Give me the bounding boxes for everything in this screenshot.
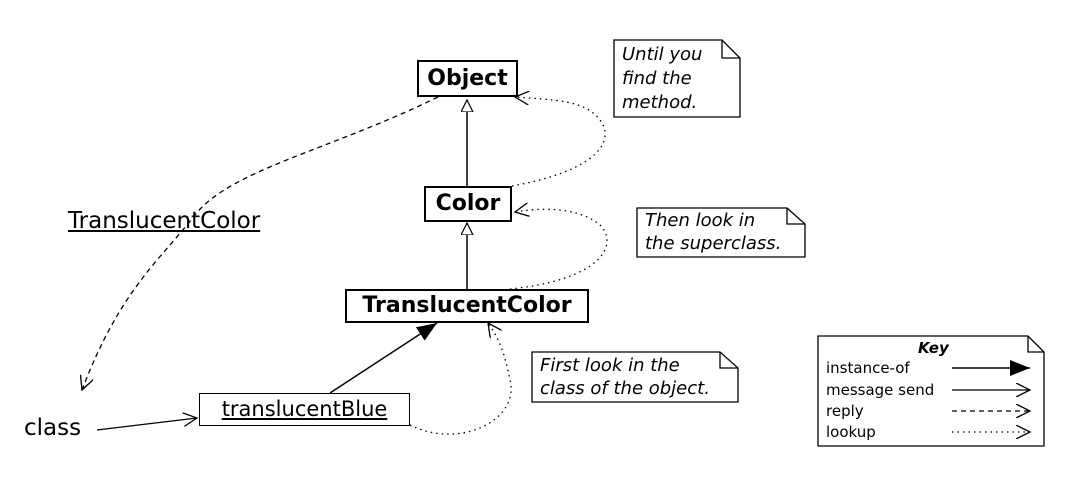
key-item-lookup: lookup bbox=[826, 423, 876, 441]
reply-arrow bbox=[82, 96, 439, 390]
color-class-box: Color bbox=[424, 186, 512, 222]
translucentblue-instance-box: translucentBlue bbox=[199, 393, 410, 426]
key-item-reply: reply bbox=[826, 402, 864, 420]
note-until-line-3: method. bbox=[622, 92, 698, 113]
note-first-line-2: class of the object. bbox=[540, 378, 710, 399]
note-until-line-1: Until you bbox=[622, 44, 703, 65]
lookup-arrow-3 bbox=[511, 97, 606, 187]
note-until-fold bbox=[721, 40, 740, 59]
key-title: Key bbox=[918, 339, 949, 357]
class-label: class bbox=[24, 415, 82, 441]
note-first-fold bbox=[719, 352, 738, 369]
lookup-arrow-1 bbox=[409, 323, 512, 435]
lookup-arrow-2 bbox=[509, 209, 608, 290]
note-then-line-1: Then look in bbox=[645, 210, 756, 231]
note-first-shape bbox=[531, 351, 739, 403]
note-until-line-2: find the bbox=[622, 68, 692, 89]
note-then-fold bbox=[786, 208, 805, 225]
note-then-line-2: the superclass. bbox=[645, 233, 782, 254]
note-until-shape bbox=[613, 39, 741, 118]
instance-of-arrow bbox=[329, 322, 438, 394]
key-shape bbox=[817, 335, 1045, 447]
metaclass-label: TranslucentColor bbox=[68, 208, 261, 234]
object-class-box: Object bbox=[417, 60, 518, 97]
translucentcolor-class-box: TranslucentColor bbox=[345, 289, 589, 323]
key-item-instance-of: instance-of bbox=[826, 359, 910, 377]
message-send-arrow bbox=[96, 418, 197, 431]
key-fold bbox=[1027, 336, 1044, 353]
note-then-shape bbox=[636, 207, 806, 258]
note-first-line-1: First look in the bbox=[540, 355, 680, 376]
key-item-message-send: message send bbox=[826, 381, 935, 399]
